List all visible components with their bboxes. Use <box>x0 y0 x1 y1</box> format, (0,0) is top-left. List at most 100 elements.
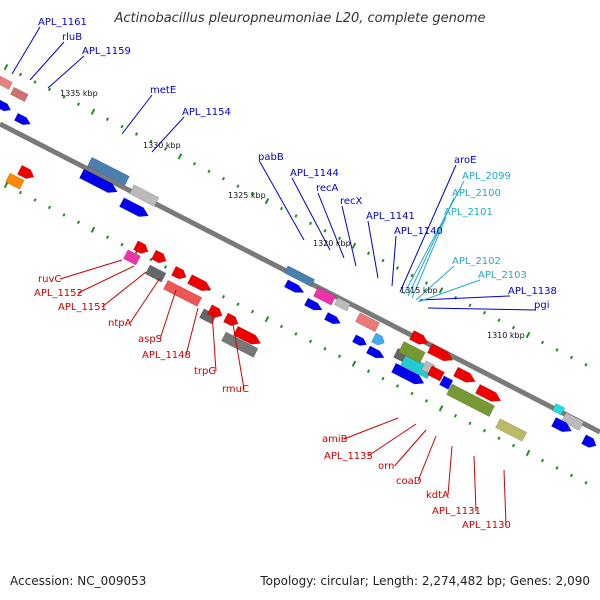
gene-label[interactable]: APL_1161 <box>38 17 87 28</box>
ruler-label-1310: 1310 kbp <box>487 331 525 340</box>
gene-feature <box>427 343 454 362</box>
tick-mark <box>90 226 96 233</box>
label-leader-line <box>231 317 245 390</box>
tick-mark <box>62 213 66 217</box>
tick-mark <box>468 421 472 426</box>
gene-label[interactable]: metE <box>150 85 176 96</box>
label-leader-line <box>151 116 185 153</box>
gene-feature <box>561 412 585 431</box>
gene-feature <box>495 418 528 442</box>
gene-label[interactable]: aspS <box>138 334 162 345</box>
tick-mark <box>264 315 270 323</box>
gene-label[interactable]: APL_1140 <box>394 226 443 237</box>
tick-mark <box>3 181 9 189</box>
gene-feature <box>129 184 160 207</box>
gene-label[interactable]: pgi <box>534 300 549 311</box>
gene-feature <box>123 249 141 266</box>
gene-feature <box>324 312 341 325</box>
gene-label[interactable]: APL_1148 <box>142 350 191 361</box>
gene-feature <box>0 75 13 90</box>
gene-label[interactable]: APL_2103 <box>478 270 527 281</box>
tick-mark <box>33 198 37 202</box>
gene-feature <box>87 156 130 186</box>
gene-label[interactable]: coaD <box>396 476 422 487</box>
gene-label[interactable]: APL_1135 <box>324 451 373 462</box>
gene-label[interactable]: ruvC <box>38 274 61 285</box>
gene-label[interactable]: rmuC <box>222 384 249 395</box>
gene-label[interactable]: orn <box>378 461 394 472</box>
tick-mark <box>120 124 124 129</box>
tick-mark <box>323 229 327 233</box>
gene-label[interactable]: APL_2099 <box>462 171 511 182</box>
label-leader-line <box>211 311 217 372</box>
gene-feature <box>223 312 239 326</box>
label-leader-line <box>399 164 457 293</box>
label-leader-line <box>317 192 345 259</box>
tick-mark <box>410 391 414 396</box>
label-leader-line <box>407 197 455 297</box>
gene-label[interactable]: trpG <box>194 366 216 377</box>
gene-label[interactable]: APL_2100 <box>452 188 501 199</box>
tick-mark <box>424 399 429 403</box>
gene-label[interactable]: APL_1144 <box>290 168 339 179</box>
tick-mark <box>323 347 327 351</box>
gene-feature <box>409 330 429 345</box>
tick-mark <box>207 169 211 174</box>
gene-label[interactable]: APL_2101 <box>444 207 493 218</box>
gene-feature <box>446 383 496 417</box>
label-leader-line <box>403 180 465 295</box>
tick-mark <box>90 108 96 115</box>
gene-feature <box>371 332 385 346</box>
tick-mark <box>163 147 168 151</box>
gene-label[interactable]: APL_1151 <box>58 302 107 313</box>
tick-mark <box>540 458 545 463</box>
gene-label[interactable]: aroE <box>454 155 476 166</box>
gene-label[interactable]: recA <box>316 183 339 194</box>
gene-feature <box>581 434 597 448</box>
gene-feature <box>0 99 12 112</box>
label-leader-line <box>29 41 65 81</box>
tick-mark <box>62 95 66 99</box>
gene-feature <box>284 265 316 287</box>
label-leader-line <box>447 445 453 496</box>
gene-label[interactable]: rluB <box>62 32 82 43</box>
tick-mark <box>438 287 444 294</box>
tick-mark <box>540 340 545 345</box>
gene-feature <box>551 417 572 433</box>
gene-feature <box>366 345 385 359</box>
tick-mark <box>497 318 501 322</box>
gene-feature <box>10 86 29 102</box>
gene-label[interactable]: amiB <box>322 434 348 445</box>
label-leader-line <box>417 435 437 482</box>
gene-label[interactable]: APL_1152 <box>34 288 83 299</box>
label-leader-line <box>367 220 379 279</box>
tick-mark <box>584 363 588 367</box>
tick-mark <box>308 339 313 344</box>
tick-mark <box>105 117 110 121</box>
gene-label[interactable]: recX <box>340 196 363 207</box>
tick-mark <box>395 266 400 270</box>
tick-mark <box>192 162 197 166</box>
gene-label[interactable]: ntpA <box>108 318 132 329</box>
tick-mark <box>511 325 516 330</box>
label-leader-line <box>11 26 41 75</box>
gene-label[interactable]: APL_1159 <box>82 46 131 57</box>
gene-label[interactable]: APL_2102 <box>452 256 501 267</box>
gene-label[interactable]: APL_1138 <box>508 286 557 297</box>
tick-mark <box>163 265 168 269</box>
tick-mark <box>47 205 52 210</box>
gene-label[interactable]: APL_1141 <box>366 211 415 222</box>
gene-feature <box>151 249 167 264</box>
gene-label[interactable]: APL_1130 <box>462 520 511 531</box>
gene-label[interactable]: APL_1154 <box>182 107 231 118</box>
gene-label[interactable]: kdtA <box>426 490 449 501</box>
gene-label[interactable]: APL_1131 <box>432 506 481 517</box>
tick-mark <box>294 332 298 336</box>
gene-label[interactable]: pabB <box>258 152 284 163</box>
tick-mark <box>18 72 23 77</box>
label-leader-line <box>391 235 397 287</box>
tick-mark <box>177 153 183 160</box>
gene-feature <box>133 240 149 254</box>
tick-mark <box>294 214 298 218</box>
